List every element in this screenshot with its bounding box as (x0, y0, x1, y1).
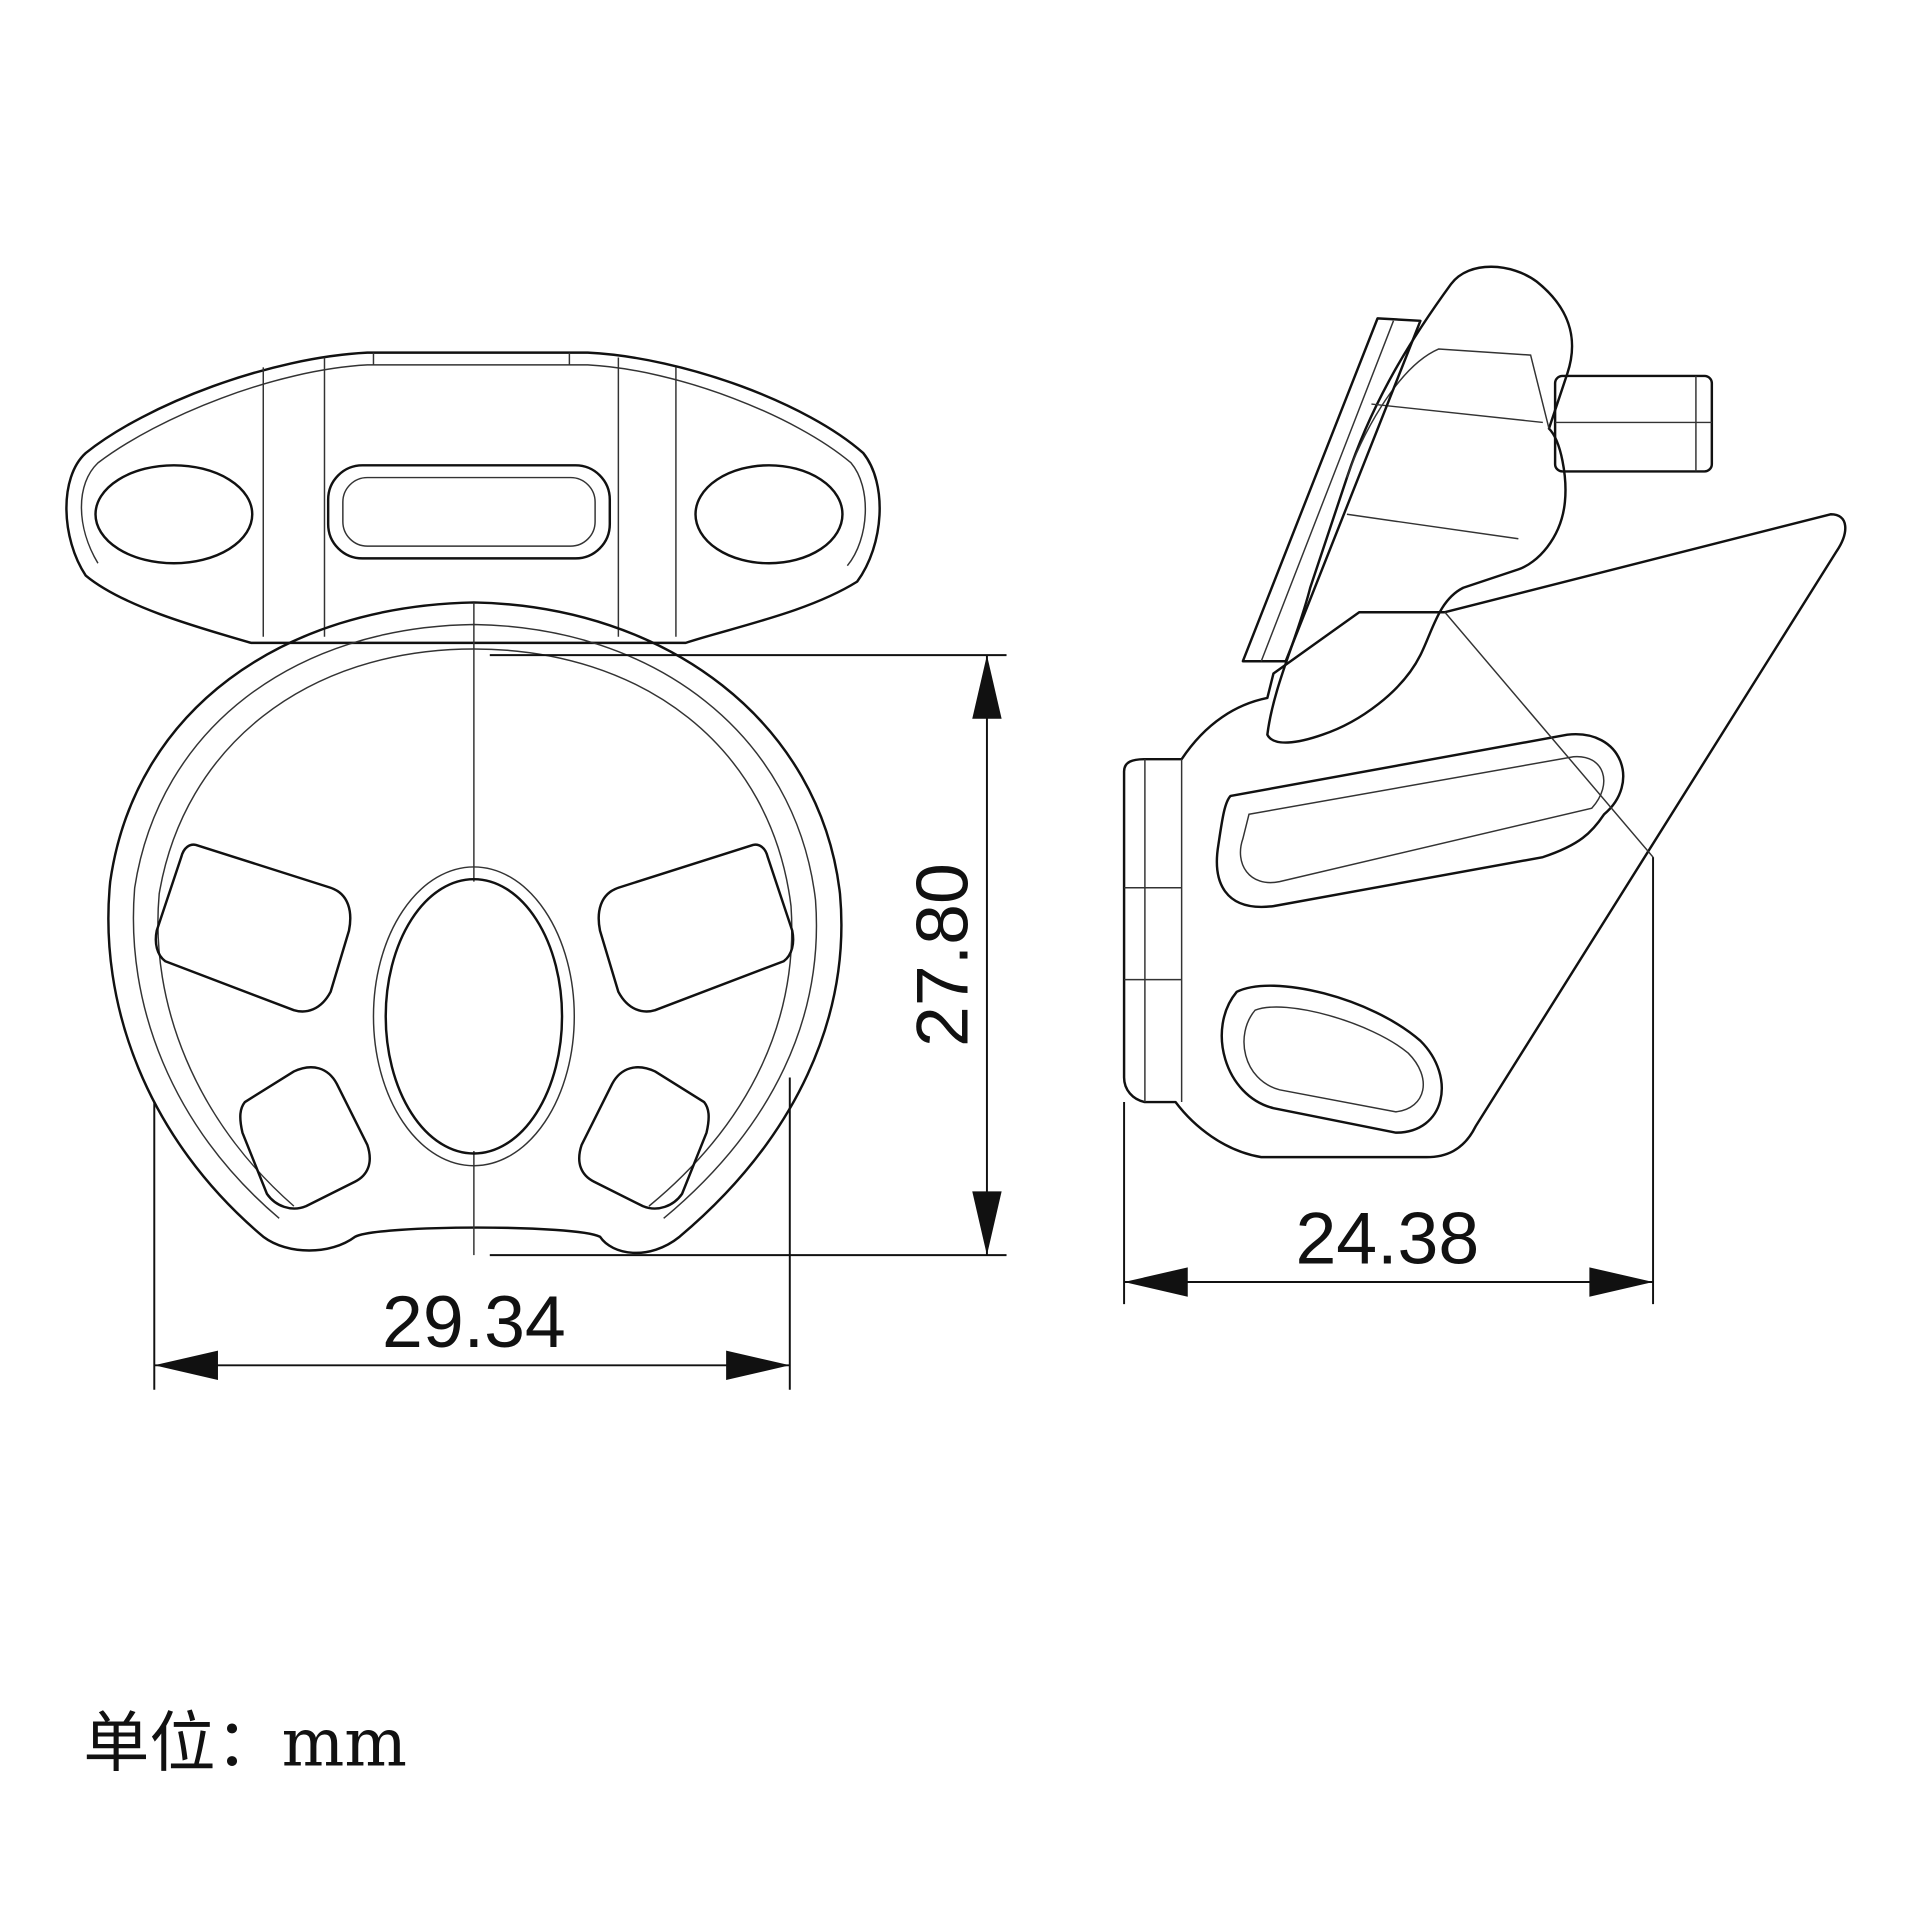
front-width-label: 29.34 (382, 1280, 566, 1363)
dimension-width-side: 24.38 (1123, 857, 1655, 1305)
center-oval-hole (384, 877, 564, 1155)
side-rail (1241, 317, 1422, 663)
dimension-width-front: 29.34 (153, 1077, 791, 1390)
right-mounting-hole (694, 464, 844, 565)
dimension-height-front: 27.80 (489, 654, 1007, 1257)
side-upper-slot (1215, 733, 1625, 909)
center-slot (326, 464, 612, 560)
side-knob (1266, 265, 1574, 744)
lower-right-slot (578, 1066, 710, 1210)
side-width-label: 24.38 (1295, 1197, 1479, 1280)
upper-left-slot (154, 843, 352, 1013)
lower-left-slot (239, 1066, 371, 1210)
side-plate (1122, 513, 1847, 1159)
front-view (65, 351, 881, 1256)
unit-label: 单位：mm (83, 1705, 407, 1782)
front-height-label: 27.80 (900, 863, 983, 1047)
upper-right-slot (597, 843, 795, 1013)
left-mounting-hole (94, 464, 254, 565)
top-flange (65, 351, 881, 645)
round-body (107, 601, 843, 1256)
side-view (1122, 265, 1847, 1159)
side-peg (1553, 374, 1714, 473)
side-lower-slot (1220, 984, 1443, 1134)
